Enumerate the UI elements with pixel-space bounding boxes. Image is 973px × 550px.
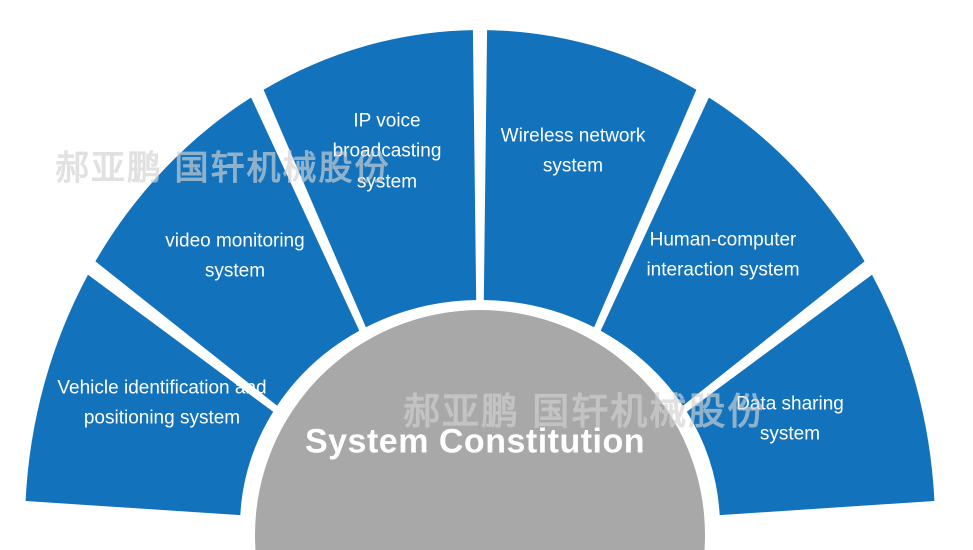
segment-wedges: [25, 30, 935, 516]
segment-wedge: [483, 30, 697, 328]
segment-wedge: [263, 30, 477, 328]
diagram-title: System Constitution: [304, 422, 646, 461]
segment-wedge: [600, 97, 865, 406]
segment-label-human-computer-interaction: Human-computer interaction system: [646, 229, 800, 281]
segment-label-data-sharing: Data sharing system: [736, 393, 844, 445]
segment-label-video-monitoring: video monitoring system: [165, 230, 305, 282]
segment-label-ip-voice-broadcasting: IP voice broadcasting system: [332, 110, 442, 193]
segment-wedge: [95, 97, 360, 406]
segment-wedge: [686, 274, 935, 516]
center-dome: [255, 310, 705, 550]
segment-label-vehicle-identification: Vehicle identification and positioning s…: [57, 377, 267, 429]
segment-wedge: [25, 274, 274, 516]
segment-label-wireless-network: Wireless network system: [500, 125, 646, 177]
